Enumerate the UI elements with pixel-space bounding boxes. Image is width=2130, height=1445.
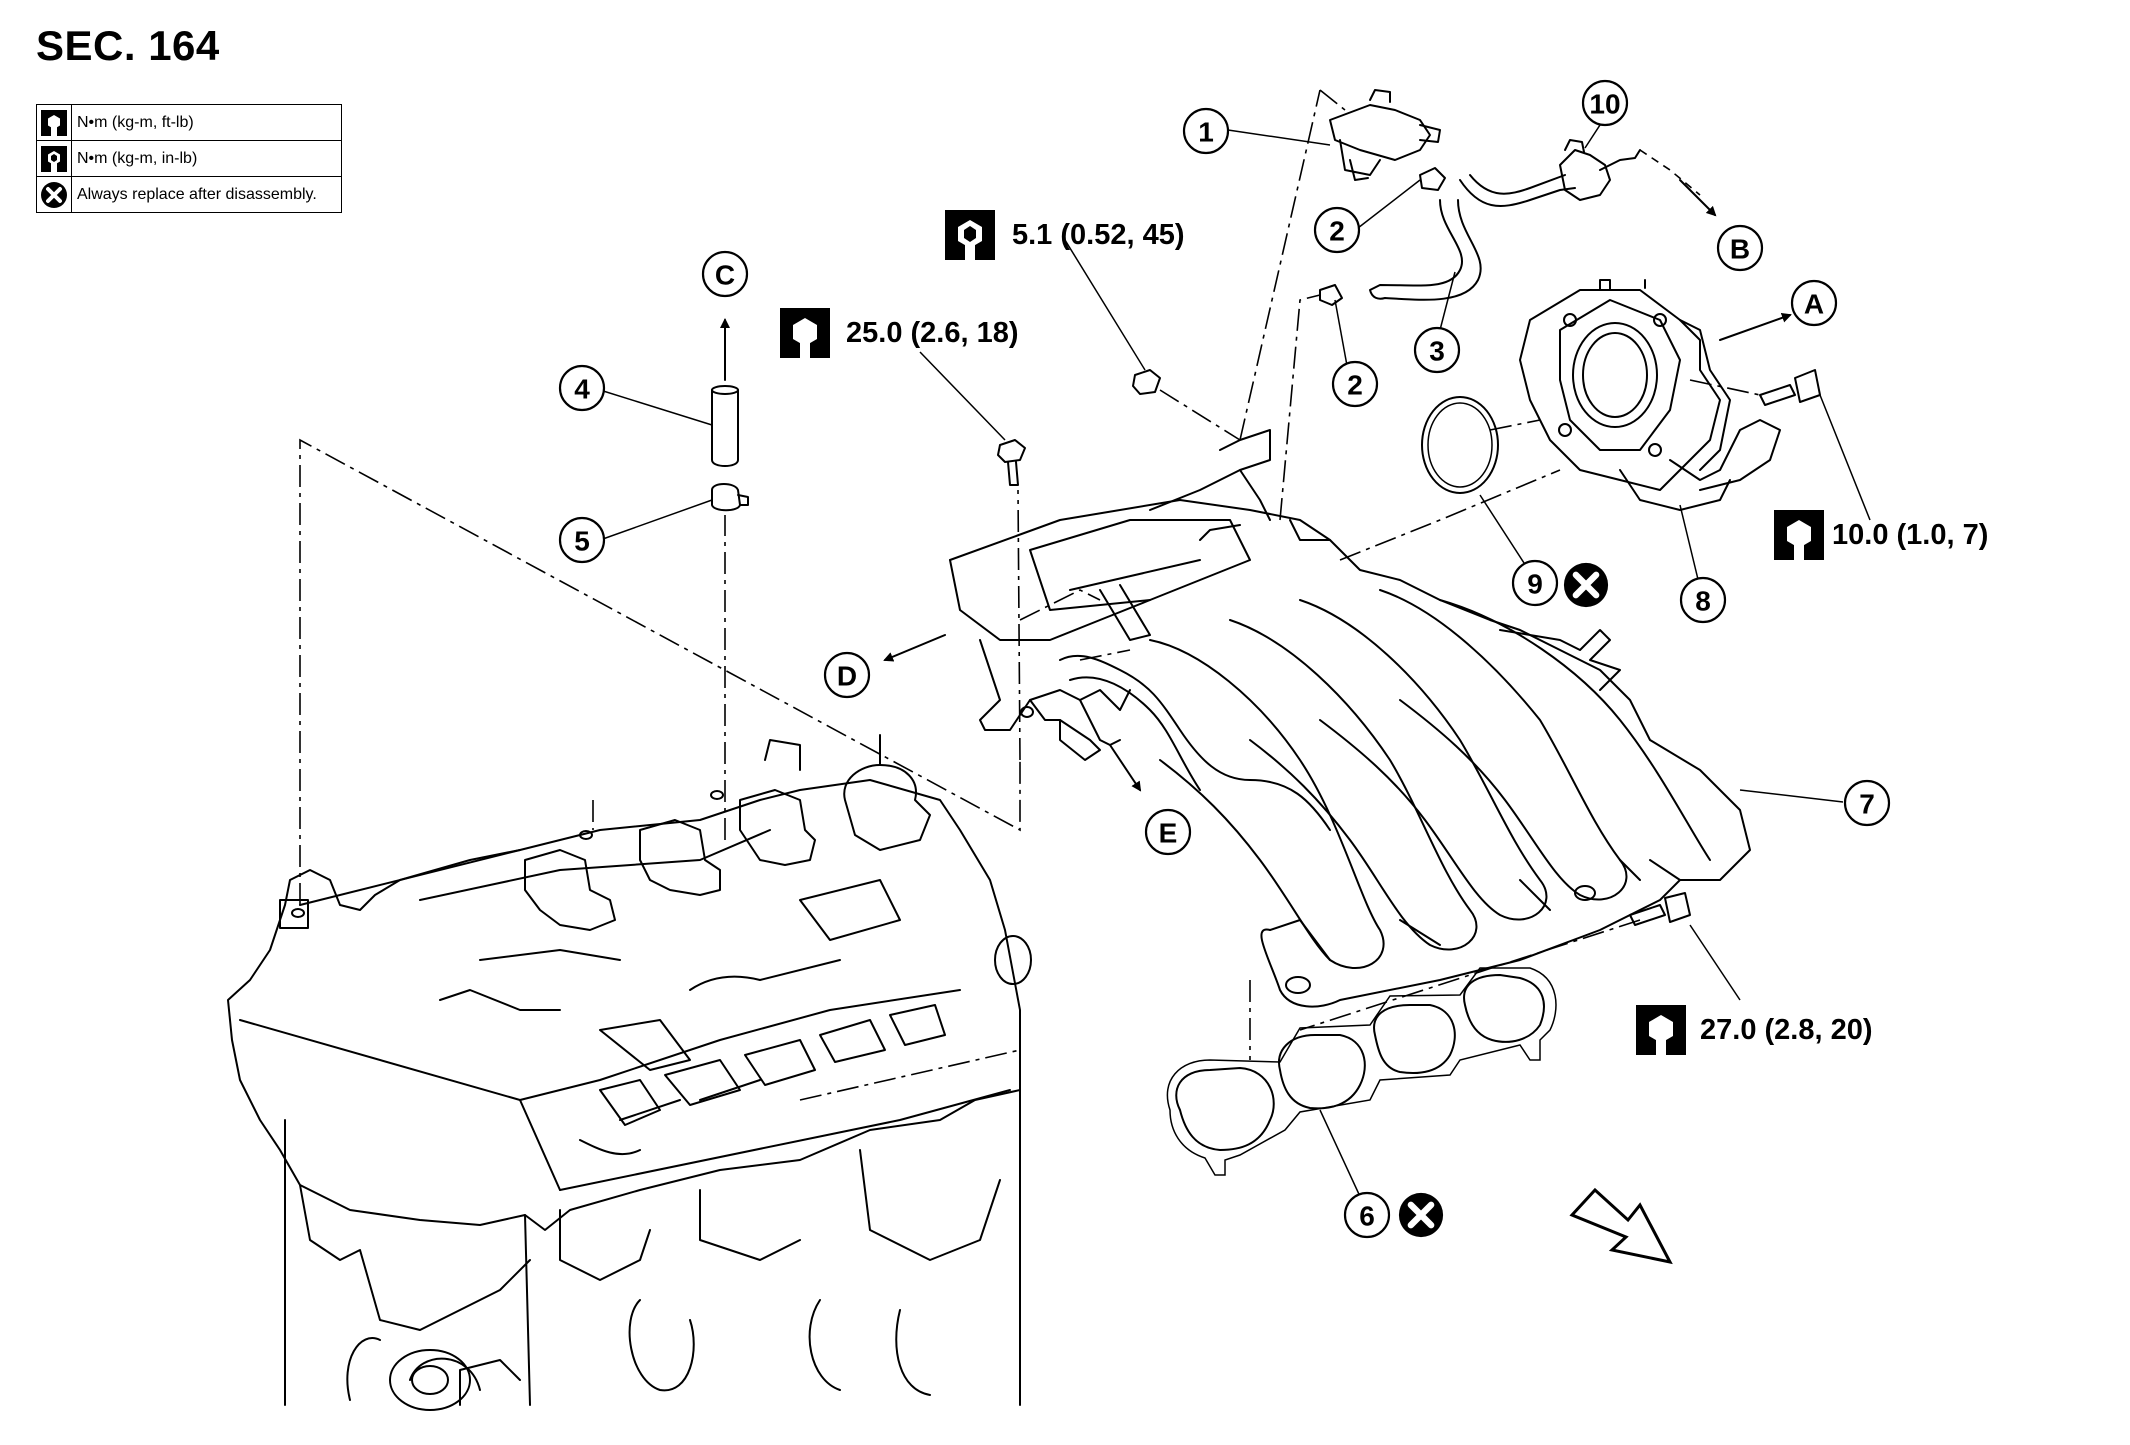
legend-text: N•m (kg-m, ft-lb) — [71, 104, 342, 141]
legend-row: Always replace after disassembly. — [36, 176, 342, 213]
svg-text:C: C — [715, 260, 735, 291]
svg-text:6: 6 — [1359, 1201, 1375, 1232]
svg-text:B: B — [1730, 234, 1750, 265]
torque-wrench-small-icon — [945, 210, 995, 260]
svg-text:4: 4 — [574, 374, 590, 405]
reference-lines — [299, 89, 1761, 1101]
svg-text:9: 9 — [1527, 569, 1543, 600]
bolt-25 — [997, 439, 1026, 486]
manifold-gasket — [1166, 967, 1557, 1176]
intake-manifold — [949, 429, 1751, 1008]
replace-x-icon — [1399, 1193, 1443, 1237]
svg-text:25.0 (2.6, 18): 25.0 (2.6, 18) — [846, 317, 1019, 349]
legend-text: Always replace after disassembly. — [71, 176, 342, 213]
callout-3: 3 — [1413, 326, 1461, 374]
callout-7: 7 — [1843, 779, 1891, 827]
clamp-2-upper — [1419, 167, 1446, 191]
callout-4: 4 — [558, 364, 606, 412]
svg-text:8: 8 — [1695, 586, 1711, 617]
callout-2-lower: 2 — [1331, 360, 1379, 408]
svg-text:3: 3 — [1429, 336, 1445, 367]
callout-9: 9 — [1511, 559, 1559, 607]
torque-spec-5-1: 5.1 (0.52, 45) — [945, 210, 1185, 260]
clamp-5 — [711, 483, 749, 512]
svg-text:1: 1 — [1198, 117, 1214, 148]
replace-x-icon — [1564, 563, 1608, 607]
arrow-to-a — [1719, 312, 1792, 341]
callout-1: 1 — [1182, 107, 1230, 155]
torque-wrench-icon — [1774, 510, 1824, 560]
svg-text:2: 2 — [1347, 370, 1363, 401]
ref-a: A — [1790, 279, 1838, 327]
arrow-to-b — [1679, 179, 1717, 217]
replace-x-icon — [36, 176, 72, 213]
svg-text:5: 5 — [574, 526, 590, 557]
callout-5: 5 — [558, 516, 606, 564]
callout-10: 10 — [1581, 79, 1629, 127]
callout-8: 8 — [1679, 576, 1727, 624]
section-title: SEC. 164 — [36, 22, 220, 69]
svg-text:27.0 (2.8, 20): 27.0 (2.8, 20) — [1700, 1014, 1873, 1046]
torque-spec-25-0: 25.0 (2.6, 18) — [780, 308, 1019, 358]
hose-3 — [1369, 174, 1576, 301]
direction-arrows — [720, 179, 1792, 1265]
svg-text:2: 2 — [1329, 216, 1345, 247]
arrow-to-d — [883, 634, 946, 662]
legend-table: N•m (kg-m, ft-lb) N•m (kg-m, in-lb) Alwa… — [36, 104, 342, 213]
torque-spec-27-0: 27.0 (2.8, 20) — [1636, 1005, 1873, 1055]
svg-text:A: A — [1804, 289, 1824, 320]
torque-spec-10-0: 10.0 (1.0, 7) — [1774, 510, 1988, 560]
leader-lines — [599, 124, 1871, 1219]
svg-text:5.1 (0.52, 45): 5.1 (0.52, 45) — [1012, 219, 1185, 251]
connector-10 — [1559, 139, 1641, 201]
ref-c: C — [701, 250, 749, 298]
svg-text:7: 7 — [1859, 789, 1875, 820]
ref-e: E — [1144, 808, 1192, 856]
cylinder-head-ports — [599, 1004, 946, 1126]
legend-row: N•m (kg-m, ft-lb) — [36, 104, 342, 141]
torque-wrench-icon — [780, 308, 830, 358]
svg-text:E: E — [1159, 818, 1178, 849]
hose-4 — [711, 385, 739, 467]
nut-5-1 — [1132, 369, 1161, 395]
torque-wrench-small-icon — [36, 140, 72, 177]
ref-b: B — [1716, 224, 1764, 272]
evap-valve — [1329, 89, 1441, 181]
cylinder-head — [227, 734, 1032, 1411]
svg-text:10.0 (1.0, 7): 10.0 (1.0, 7) — [1832, 519, 1988, 551]
torque-wrench-icon — [36, 104, 72, 141]
bolt-throttle — [1759, 369, 1821, 406]
callout-6: 6 — [1343, 1191, 1391, 1239]
clamp-2-lower — [1319, 284, 1343, 306]
throttle-body — [1519, 279, 1781, 511]
svg-text:D: D — [837, 661, 857, 692]
front-direction-arrow-icon — [1569, 1187, 1673, 1265]
svg-text:10: 10 — [1589, 89, 1620, 120]
torque-wrench-icon — [1636, 1005, 1686, 1055]
ref-d: D — [823, 651, 871, 699]
arrow-to-e — [1109, 744, 1142, 792]
callout-2-upper: 2 — [1313, 206, 1361, 254]
gasket-9 — [1421, 396, 1499, 494]
